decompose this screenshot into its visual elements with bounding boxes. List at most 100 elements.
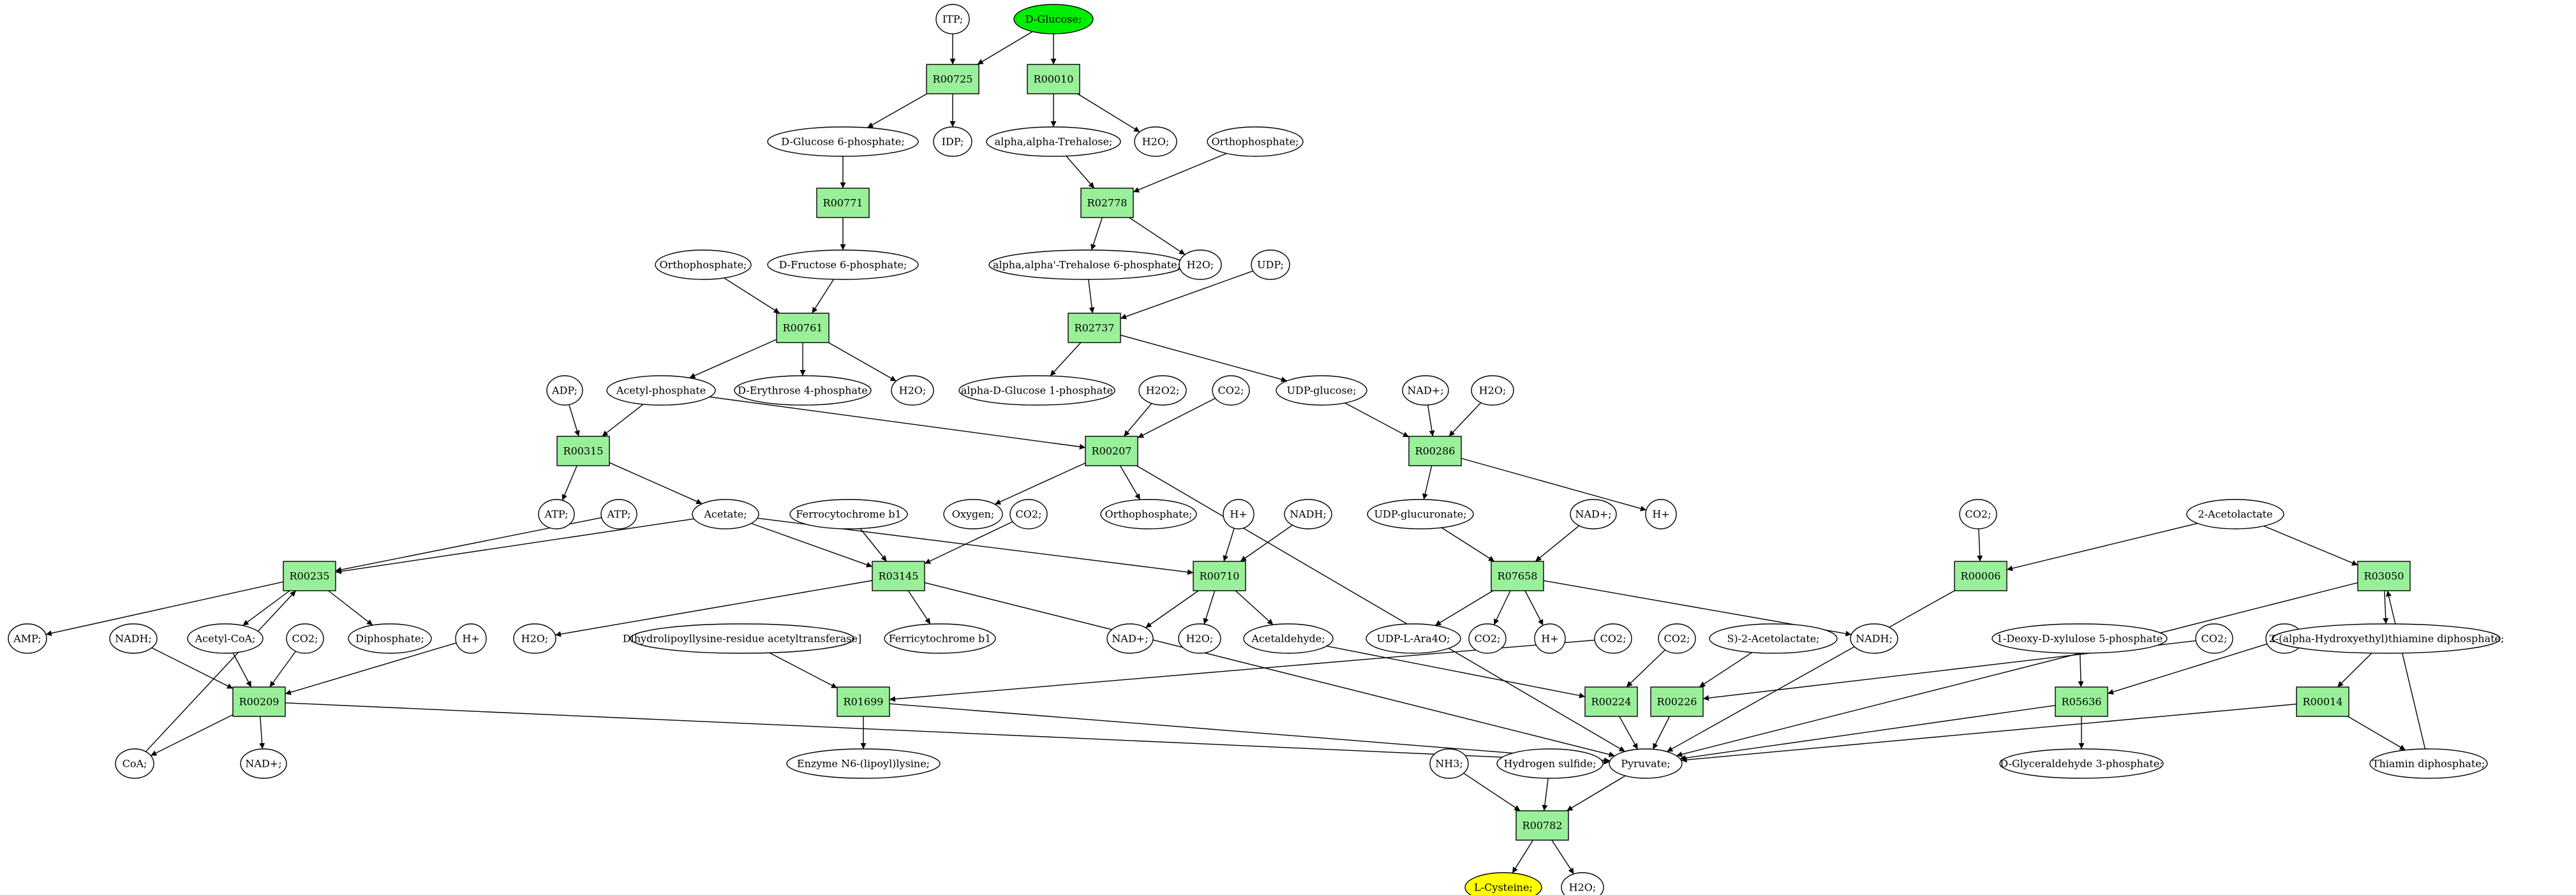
reaction-node-r00209[interactable]: R00209 [232, 686, 286, 717]
compound-node-ortho_a[interactable]: Orthophosphate; [1207, 126, 1304, 157]
reaction-node-r02778[interactable]: R02778 [1080, 188, 1134, 218]
compound-node-co2_a[interactable]: CO2; [1212, 375, 1250, 406]
compound-node-h2o_c[interactable]: H2O; [891, 375, 934, 406]
compound-node-oxygen[interactable]: Oxygen; [943, 499, 1003, 529]
compound-node-adp[interactable]: ADP; [546, 375, 583, 406]
compound-shape [1464, 872, 1542, 895]
reaction-node-r00235[interactable]: R00235 [283, 561, 336, 591]
compound-node-ag1p[interactable]: alpha-D-Glucose 1-phosphate [958, 375, 1115, 406]
reaction-node-r00010[interactable]: R00010 [1027, 64, 1080, 94]
compound-node-h2o_g[interactable]: H2O; [1561, 872, 1604, 895]
compound-node-atp_b[interactable]: ATP; [600, 499, 637, 529]
compound-node-co2_h[interactable]: CO2; [2195, 623, 2233, 654]
compound-node-nadh_a[interactable]: NADH; [1284, 499, 1332, 529]
compound-node-udp[interactable]: UDP; [1251, 249, 1290, 280]
compound-node-fricb1[interactable]: Ferricytochrome b1 [884, 623, 996, 654]
compound-node-acetate[interactable]: Acetate; [692, 499, 759, 529]
compound-node-g6p[interactable]: D-Glucose 6-phosphate; [767, 126, 919, 157]
reaction-node-r00006[interactable]: R00006 [1954, 561, 2007, 591]
compound-node-ortho_c[interactable]: Orthophosphate; [1100, 499, 1197, 529]
compound-node-nadp_b[interactable]: NAD+; [1570, 499, 1617, 529]
compound-node-dx5p[interactable]: 1-Deoxy-D-xylulose 5-phosphate [1992, 623, 2168, 654]
reaction-node-r00771[interactable]: R00771 [816, 188, 870, 218]
reaction-node-r01699[interactable]: R01699 [837, 686, 890, 717]
reaction-node-r00725[interactable]: R00725 [926, 64, 979, 94]
compound-node-h2o_f[interactable]: H2O; [1178, 623, 1221, 654]
compound-node-fcb1[interactable]: Ferrocytochrome b1 [789, 499, 908, 529]
compound-node-h2o_d[interactable]: H2O; [1471, 375, 1514, 406]
edge-R00014-to-tdp [2348, 716, 2406, 751]
compound-shape [1468, 623, 1507, 654]
compound-node-h2s[interactable]: Hydrogen sulfide; [1496, 748, 1604, 779]
compound-node-amp[interactable]: AMP; [8, 623, 47, 654]
edge-R00782-to-lcys [1512, 840, 1534, 873]
compound-node-co2_f[interactable]: CO2; [1594, 623, 1632, 654]
reaction-node-r07658[interactable]: R07658 [1491, 561, 1544, 591]
compound-node-hethdp[interactable]: 2-(alpha-Hydroxyethyl)thiamine diphospha… [2269, 623, 2505, 654]
compound-node-udpga[interactable]: UDP-glucuronate; [1367, 499, 1474, 529]
compound-node-hplus_d[interactable]: H+ [1534, 623, 1566, 654]
reaction-node-r03145[interactable]: R03145 [872, 561, 925, 591]
reaction-node-r00014[interactable]: R00014 [2296, 686, 2349, 717]
compound-node-coa[interactable]: CoA; [115, 748, 154, 779]
compound-node-nadh_d[interactable]: NADH; [1850, 623, 1898, 654]
reaction-node-r00207[interactable]: R00207 [1085, 436, 1138, 466]
reaction-node-r00224[interactable]: R00224 [1584, 686, 1638, 717]
reaction-node-r00226[interactable]: R00226 [1650, 686, 1704, 717]
compound-node-dlat[interactable]: Dihydrolipoyllysine-residue acetyltransf… [623, 623, 861, 654]
compound-node-e4p[interactable]: D-Erythrose 4-phosphate [734, 375, 872, 406]
compound-node-nadp_a[interactable]: NAD+; [1402, 375, 1449, 406]
compound-node-lcys[interactable]: L-Cysteine; [1464, 872, 1542, 895]
compound-node-co2_b[interactable]: CO2; [1009, 499, 1048, 529]
compound-node-udpara[interactable]: UDP-L-Ara4O; [1366, 623, 1461, 654]
compound-node-acetald[interactable]: Acetaldehyde; [1243, 623, 1334, 654]
compound-node-h2o_b[interactable]: H2O; [1179, 249, 1222, 280]
reaction-node-r03050[interactable]: R03050 [2357, 561, 2411, 591]
compound-node-trehalose[interactable]: alpha,alpha-Trehalose; [986, 126, 1121, 157]
compound-node-nadp_c[interactable]: NAD+; [1106, 623, 1154, 654]
reaction-node-r00761[interactable]: R00761 [776, 313, 830, 343]
compound-node-ortho_b[interactable]: Orthophosphate; [655, 249, 752, 280]
compound-node-acetolactate[interactable]: 2-Acetolactate [2186, 499, 2284, 529]
compound-shape [348, 623, 432, 654]
compound-node-itp[interactable]: ITP; [935, 4, 970, 34]
compound-node-udpg[interactable]: UDP-glucose; [1276, 375, 1367, 406]
reaction-node-r05636[interactable]: R05636 [2055, 686, 2108, 717]
reaction-node-r00710[interactable]: R00710 [1193, 561, 1246, 591]
compound-node-nh3[interactable]: NH3; [1429, 748, 1469, 779]
compound-node-dglucose[interactable]: D-Glucose; [1013, 4, 1094, 34]
compound-node-co2_e[interactable]: CO2; [1468, 623, 1507, 654]
compound-label: D-Glucose; [1025, 13, 1082, 26]
compound-label: D-Glyceraldehyde 3-phosphate; [2000, 758, 2163, 770]
compound-node-hplus_b[interactable]: H+ [1645, 499, 1677, 529]
compound-node-atp_a[interactable]: ATP; [538, 499, 575, 529]
compound-node-hplus_c[interactable]: H+ [455, 623, 487, 654]
edge-R01699-to-pyruvate [889, 703, 1611, 764]
compound-shape [1009, 499, 1048, 529]
reaction-node-r00782[interactable]: R00782 [1515, 810, 1569, 841]
compound-node-h2o_e[interactable]: H2O; [513, 623, 556, 654]
compound-node-diphos[interactable]: Diphosphate; [348, 623, 432, 654]
compound-node-pyruvate[interactable]: Pyruvate; [1609, 748, 1683, 779]
compound-node-acetylp[interactable]: Acetyl-phosphate [606, 375, 716, 406]
compound-node-co2_g[interactable]: CO2; [1658, 623, 1696, 654]
compound-node-nadp_d[interactable]: NAD+; [240, 748, 287, 779]
compound-node-h2o_a[interactable]: H2O; [1134, 126, 1177, 157]
compound-node-h2o2[interactable]: H2O2; [1138, 375, 1187, 406]
compound-node-f6p[interactable]: D-Fructose 6-phosphate; [767, 249, 919, 280]
compound-node-ga3p[interactable]: D-Glyceraldehyde 3-phosphate; [1999, 748, 2164, 779]
compound-node-sacetolactate[interactable]: S)-2-Acetolactate; [1709, 623, 1838, 654]
compound-node-t6p[interactable]: alpha,alpha'-Trehalose 6-phosphate; [988, 249, 1185, 280]
compound-node-acoa[interactable]: Acetyl-CoA; [187, 623, 264, 654]
reaction-node-r00286[interactable]: R00286 [1408, 436, 1462, 466]
compound-node-tdp[interactable]: Thiamin diphosphate; [2369, 748, 2488, 779]
compound-node-idp[interactable]: IDP; [933, 126, 972, 157]
compound-node-co2_d[interactable]: CO2; [286, 623, 324, 654]
reaction-node-r02737[interactable]: R02737 [1068, 313, 1121, 343]
compound-node-nadh_c[interactable]: NADH; [109, 623, 158, 654]
reaction-node-r00315[interactable]: R00315 [556, 436, 610, 466]
edge-nadp_b-to-R07658 [1535, 525, 1580, 562]
compound-node-lipoyl[interactable]: Enzyme N6-(lipoyl)lysine; [786, 748, 941, 779]
compound-node-co2_c[interactable]: CO2; [1959, 499, 1997, 529]
compound-node-hplus_a[interactable]: H+ [1223, 499, 1254, 529]
